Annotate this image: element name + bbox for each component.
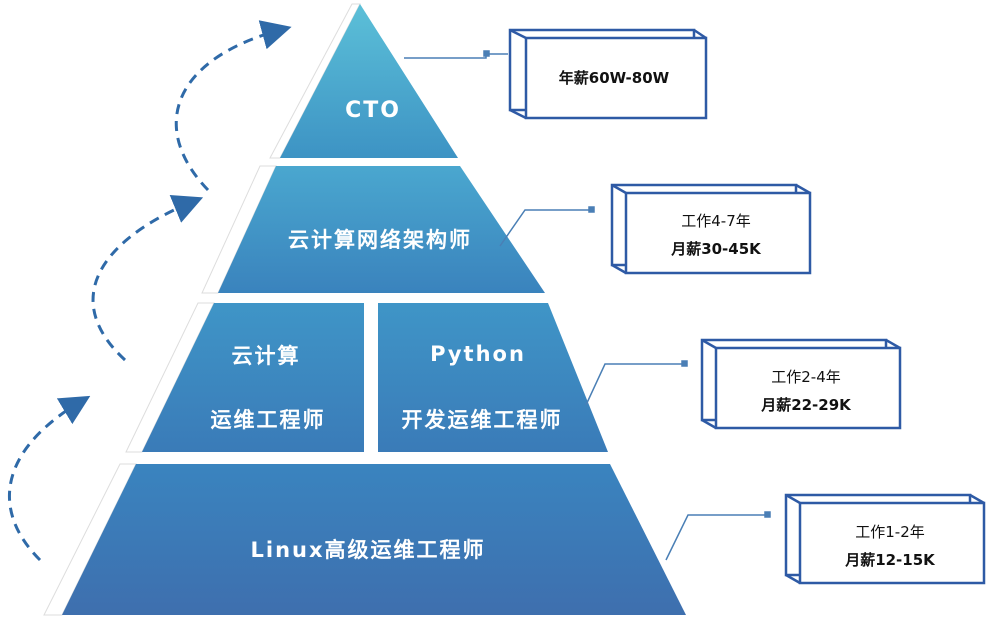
connector-junior-dot bbox=[764, 511, 771, 518]
tier-python-ops-face bbox=[378, 303, 608, 452]
tier-cloud-ops-face bbox=[142, 303, 364, 452]
salary-box-architect: 工作4-7年 月薪30-45K bbox=[610, 183, 812, 275]
tier-python-ops: Python 开发运维工程师 bbox=[364, 303, 608, 452]
connector-mid-dot bbox=[681, 360, 688, 367]
salary-box-architect-line2: 月薪30-45K bbox=[670, 240, 762, 258]
salary-box-mid: 工作2-4年 月薪22-29K bbox=[700, 338, 902, 430]
salary-box-cto-line1: 年薪60W-80W bbox=[559, 69, 670, 87]
connector-cto bbox=[404, 53, 508, 59]
arrow-tier3-to-2 bbox=[91, 195, 204, 362]
salary-box-junior-line2: 月薪12-15K bbox=[844, 551, 936, 569]
tier-python-ops-label-1: Python bbox=[430, 342, 526, 366]
tier-architect-label: 云计算网络架构师 bbox=[288, 228, 472, 252]
tier-cloud-ops-label-2: 运维工程师 bbox=[211, 408, 326, 432]
connector-architect-dot bbox=[588, 206, 595, 213]
tier-cloud-ops: 云计算 运维工程师 bbox=[125, 302, 364, 453]
salary-box-mid-line2: 月薪22-29K bbox=[760, 396, 852, 414]
tier-cto-face bbox=[280, 4, 458, 158]
arrow-tier4-to-3 bbox=[7, 395, 91, 562]
tier-cto: CTO bbox=[269, 3, 458, 159]
connector-mid bbox=[585, 363, 685, 406]
salary-box-architect-line1: 工作4-7年 bbox=[681, 212, 751, 230]
progress-arrows bbox=[7, 20, 292, 562]
tier-python-ops-divider bbox=[364, 303, 378, 452]
connectors bbox=[404, 50, 771, 561]
connector-architect bbox=[499, 209, 592, 247]
salary-box-cto: 年薪60W-80W bbox=[508, 28, 708, 120]
salary-box-mid-line1: 工作2-4年 bbox=[771, 368, 841, 386]
tier-cto-label: CTO bbox=[345, 98, 401, 123]
tier-python-ops-label-2: 开发运维工程师 bbox=[402, 408, 563, 432]
salary-box-junior-line1: 工作1-2年 bbox=[855, 523, 925, 541]
tier-linux-ops-face bbox=[62, 464, 686, 615]
tier-linux-ops: Linux高级运维工程师 bbox=[43, 463, 686, 616]
tier-architect: 云计算网络架构师 bbox=[201, 165, 545, 294]
connector-cto-dot bbox=[483, 50, 490, 57]
connector-junior bbox=[665, 514, 768, 561]
salary-box-junior: 工作1-2年 月薪12-15K bbox=[784, 493, 986, 585]
tier-linux-ops-label: Linux高级运维工程师 bbox=[250, 538, 485, 562]
tier-cloud-ops-label-1: 云计算 bbox=[232, 344, 301, 368]
tier-architect-face bbox=[218, 166, 545, 293]
